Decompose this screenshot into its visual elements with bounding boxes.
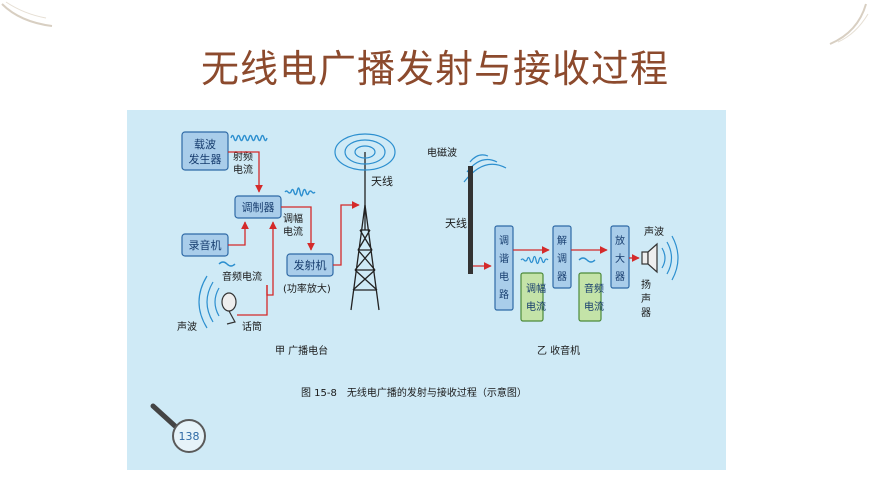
audio-current-label: 音频电流 [222, 270, 262, 283]
receiving-antenna-label: 天线 [445, 216, 467, 230]
speaker-sound-wave-icon [661, 235, 679, 281]
am-wave-icon [284, 187, 316, 197]
am-current-label-1: 调幅 [283, 212, 303, 225]
microphone-icon [221, 292, 237, 325]
diagram-figure: 载波 发生器 射频 电流 调制器 调幅 电流 录音机 音频电流 发射机 (功率放… [127, 110, 726, 470]
em-wave-label: 电磁波 [427, 146, 457, 159]
page-number: 138 [179, 430, 200, 443]
power-amp-label: (功率放大) [283, 282, 331, 295]
demodulator-box: 解 调 器 [552, 225, 572, 289]
carrier-generator-box: 载波 发生器 [181, 131, 229, 171]
rx-am-label-2: 幅 [536, 282, 546, 295]
magnifier-icon [150, 403, 206, 453]
station-sound-wave-label: 声波 [177, 320, 197, 333]
transmitting-tower-icon [350, 152, 380, 311]
corner-decoration-left [1, 1, 53, 27]
am-current-label-2: 电流 [283, 225, 303, 238]
rf-current-label-2: 电流 [233, 163, 253, 176]
radio-broadcast-diagram: 载波 发生器 射频 电流 调制器 调幅 电流 录音机 音频电流 发射机 (功率放… [150, 131, 679, 453]
slide-title: 无线电广播发射与接收过程 [200, 47, 669, 91]
tuning-label-1: 调 [499, 235, 509, 247]
speaker-icon [641, 242, 658, 274]
receiver-am-current-box: 调 幅 电 流 [520, 272, 546, 322]
recorder-box: 录音机 [181, 233, 229, 257]
rx-am-label-4: 流 [536, 300, 546, 313]
carrier-generator-label-1: 载波 [194, 138, 216, 151]
rx-am-label-3: 电 [526, 300, 536, 313]
audio-wave-icon [218, 261, 236, 267]
rx-audio-label-4: 流 [594, 300, 604, 313]
tuning-label-4: 路 [499, 288, 509, 301]
rx-audio-wave-icon [578, 257, 596, 263]
speaker-label-2: 声 [641, 292, 651, 305]
modulator-label: 调制器 [242, 201, 275, 214]
microphone-label: 话筒 [242, 320, 262, 333]
broadcast-waves-icon [334, 133, 396, 171]
amp-label-2: 大 [615, 252, 625, 265]
transmitting-antenna-label: 天线 [371, 174, 393, 188]
transmitter-box: 发射机 [286, 253, 334, 277]
receiving-antenna-icon [468, 166, 473, 274]
receiver-section-label: 乙 收音机 [537, 344, 580, 357]
speaker-label-3: 器 [641, 307, 651, 319]
amplifier-box: 放 大 器 [610, 225, 630, 289]
rx-audio-label-1: 音 [584, 282, 594, 295]
tuning-circuit-box: 调 谐 电 路 [494, 225, 514, 311]
speaker-label-1: 扬 [641, 278, 651, 291]
modulator-box: 调制器 [234, 195, 282, 219]
demod-label-3: 器 [557, 271, 567, 283]
sound-wave-icon [198, 275, 220, 329]
demod-label-2: 调 [557, 253, 567, 265]
carrier-wave-icon [230, 134, 268, 142]
tuning-label-3: 电 [499, 270, 509, 283]
rx-audio-label-2: 频 [594, 282, 604, 295]
carrier-generator-label-2: 发生器 [189, 152, 222, 166]
rx-am-label-1: 调 [526, 283, 536, 295]
receiver-audio-current-box: 音 频 电 流 [578, 272, 604, 322]
corner-decoration-right [829, 3, 869, 45]
figure-caption: 图 15-8 无线电广播的发射与接收过程（示意图） [301, 386, 527, 399]
transmitter-label: 发射机 [294, 258, 327, 272]
station-section-label: 甲 广播电台 [275, 344, 328, 357]
amp-label-1: 放 [615, 234, 625, 247]
demod-label-1: 解 [557, 234, 567, 247]
recorder-label: 录音机 [189, 238, 222, 252]
rx-audio-label-3: 电 [584, 300, 594, 313]
amp-label-3: 器 [615, 271, 625, 283]
tuning-label-2: 谐 [499, 253, 509, 265]
receiver-sound-wave-label: 声波 [644, 225, 664, 238]
rx-am-wave-icon [520, 255, 549, 265]
rf-current-label-1: 射频 [233, 150, 253, 163]
